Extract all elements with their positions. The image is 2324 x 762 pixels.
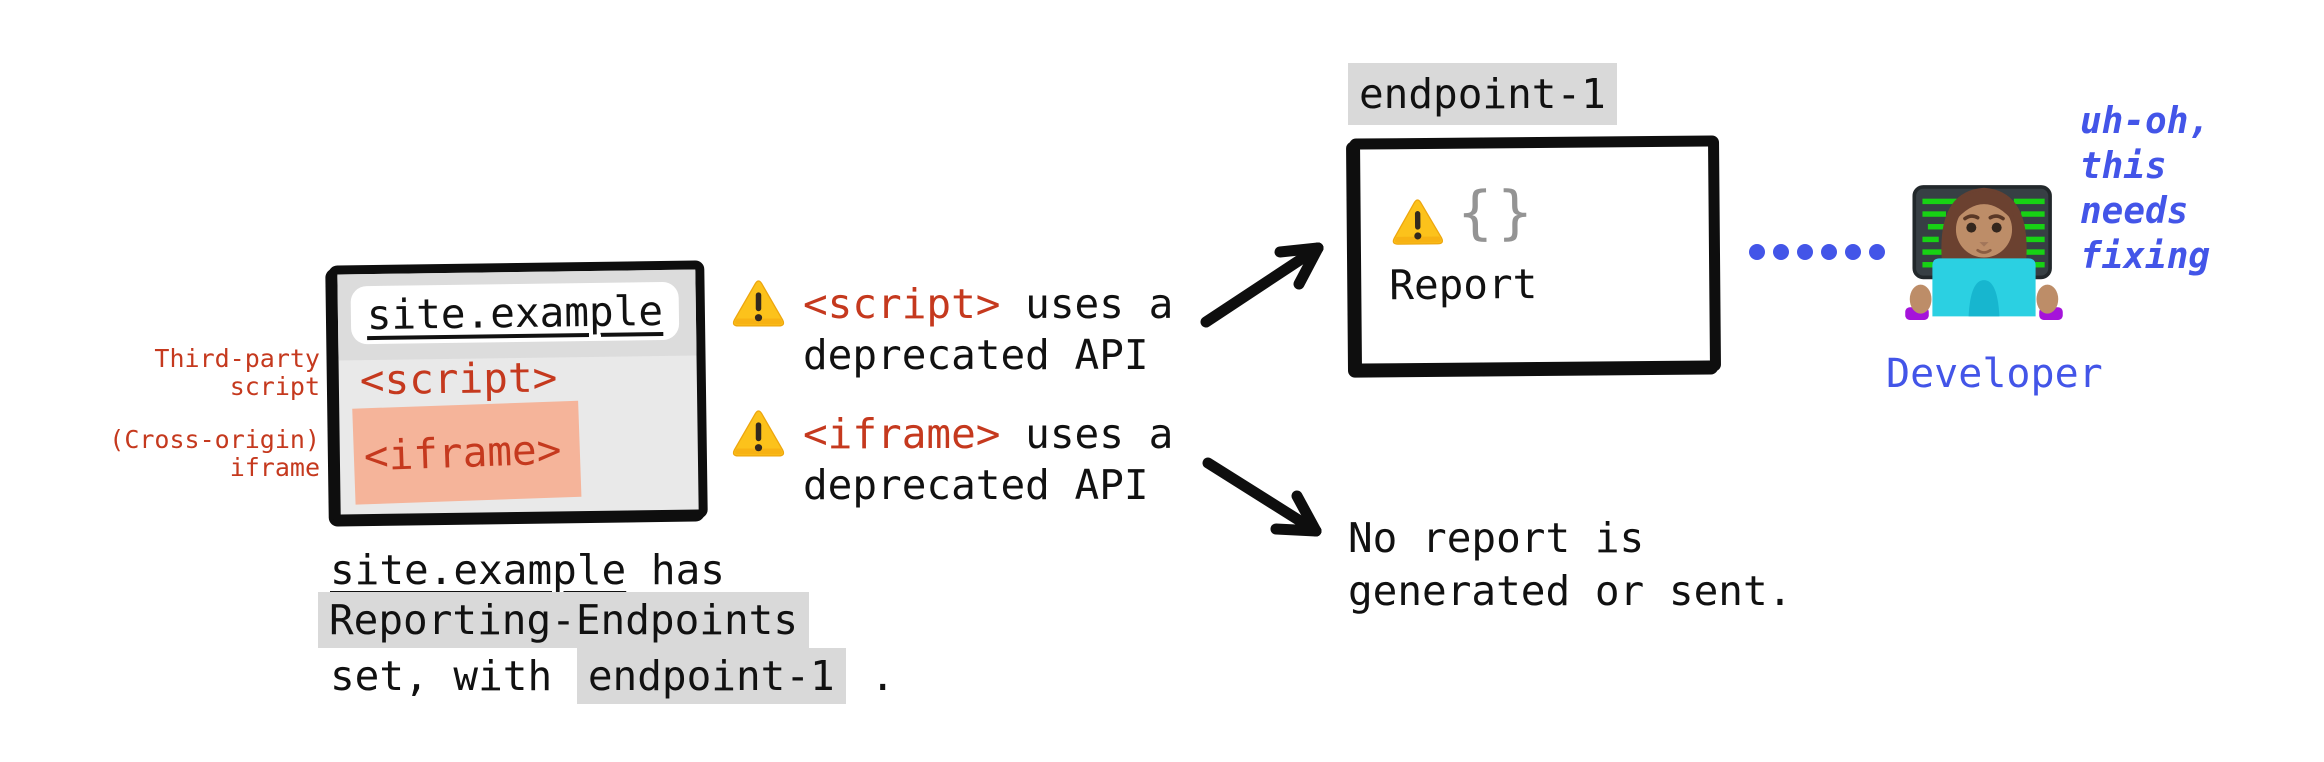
iframe-tag: <iframe> — [363, 425, 563, 481]
script-tag: <script> — [359, 353, 558, 405]
developer-speech-text: uh-oh, this needs fixing — [2080, 101, 2211, 277]
caption-line-1: site.example has — [330, 546, 725, 594]
no-report-text: No report is generated or sent. — [1348, 514, 1793, 615]
caption-period: . — [845, 652, 896, 700]
report-label: Report — [1389, 259, 1538, 310]
address-bar: site.example — [350, 281, 680, 345]
cross-origin-iframe-label: (Cross-origin) iframe — [109, 425, 320, 482]
caption-has: has — [626, 546, 725, 594]
third-party-script-label: Third-party script — [154, 344, 320, 401]
braces-icon: {} — [1457, 177, 1538, 247]
warning-icon — [732, 280, 785, 327]
browser-window: site.example <script> <iframe> — [328, 260, 708, 524]
warning-icon — [1392, 199, 1444, 245]
caption-line-3: set, with endpoint-1 . — [330, 648, 896, 704]
endpoint-1-label: endpoint-1 — [1348, 63, 1617, 125]
script-warning-text: <script> uses a deprecated API — [803, 279, 1263, 381]
iframe-warning-rest: uses a deprecated API — [803, 410, 1174, 509]
developer-label: Developer — [1886, 351, 2103, 397]
script-warning-token: <script> — [803, 280, 1001, 328]
iframe-warning-text: <iframe> uses a deprecated API — [803, 409, 1263, 511]
script-warning-rest: uses a deprecated API — [803, 280, 1174, 379]
iframe-highlight: <iframe> — [352, 400, 582, 505]
endpoint-1-token: endpoint-1 — [576, 648, 846, 704]
caption-site: site.example — [330, 546, 627, 594]
warning-icon — [732, 410, 785, 457]
caption-line-2: Reporting-Endpoints — [318, 592, 809, 648]
reporting-endpoints-token: Reporting-Endpoints — [318, 592, 809, 648]
endpoint-report-box: {} Report — [1348, 135, 1722, 375]
site-url: site.example — [366, 286, 664, 340]
caption-set-with: set, with — [330, 652, 577, 700]
dotted-connector — [1749, 244, 1885, 260]
iframe-warning-token: <iframe> — [803, 410, 1001, 458]
developer-emoji — [1905, 185, 2063, 320]
